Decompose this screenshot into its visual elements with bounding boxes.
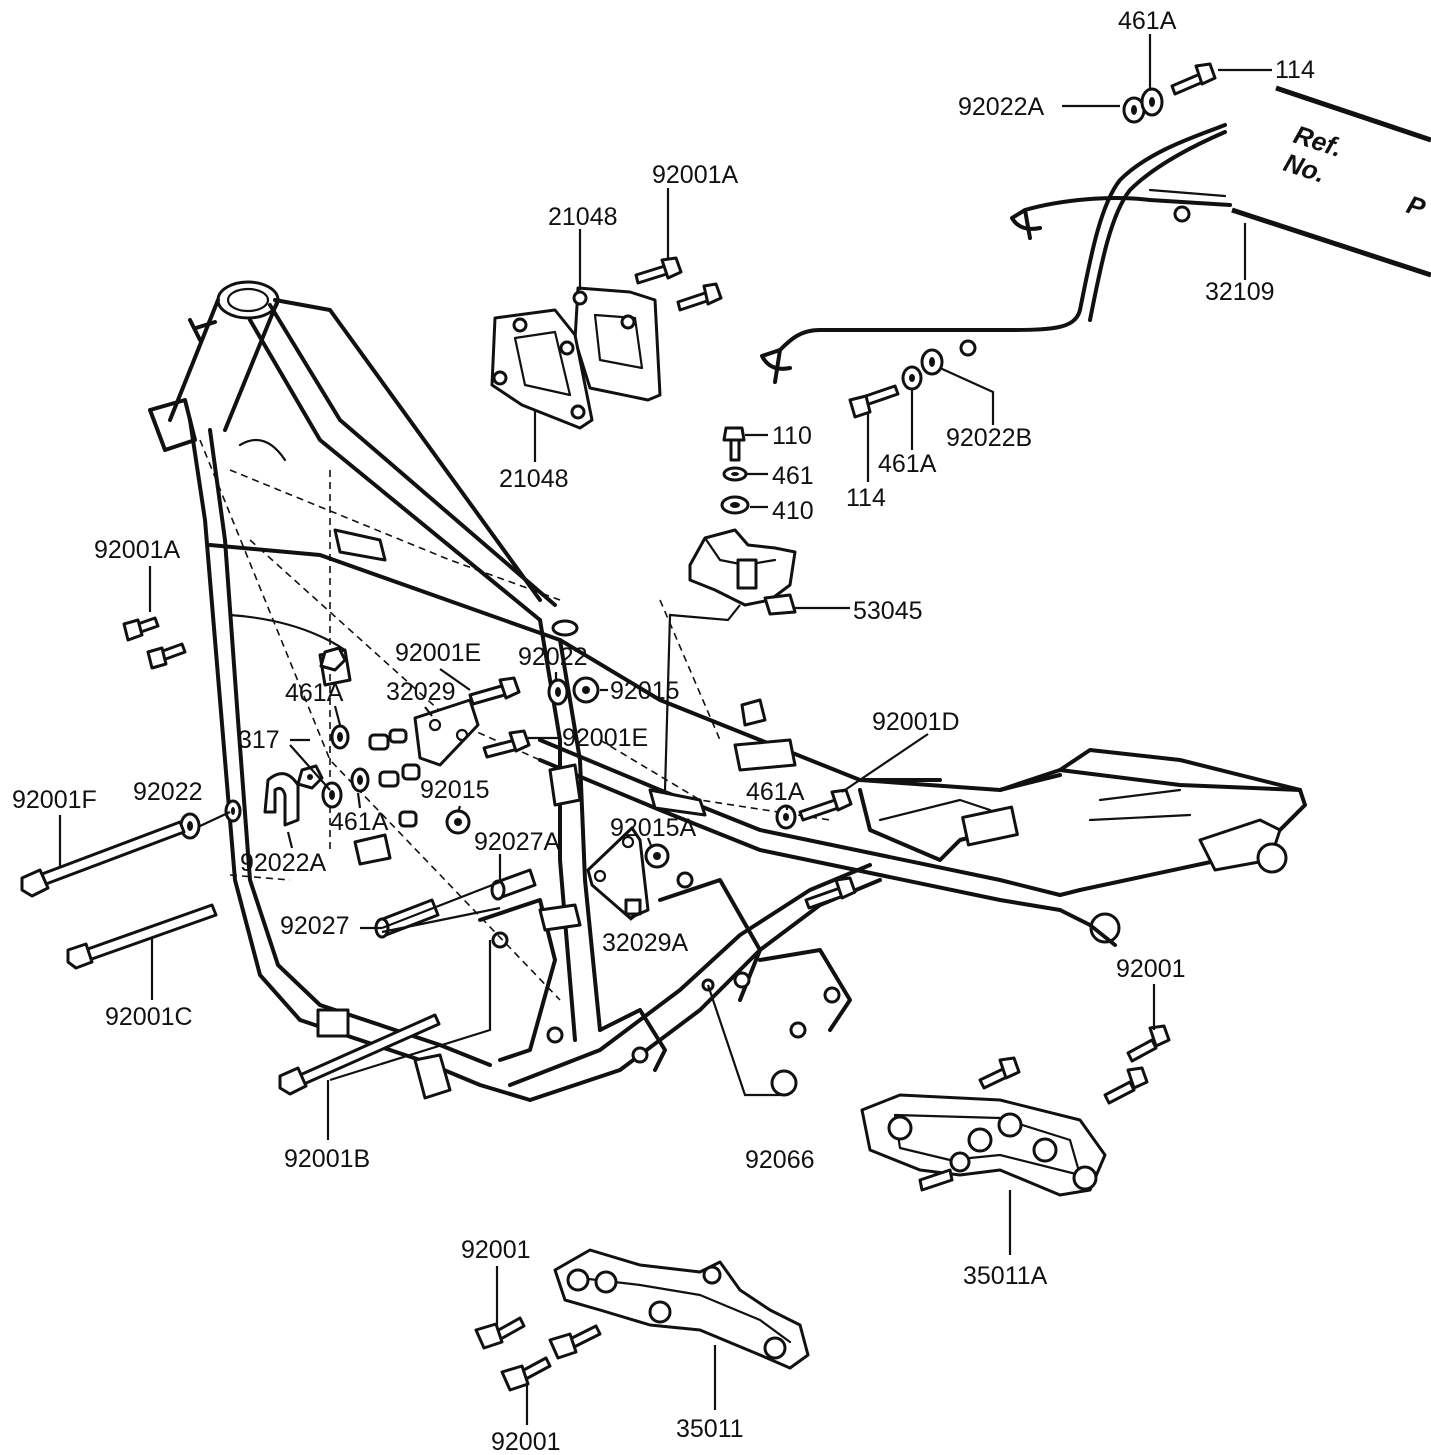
long-bolt-92001B [278, 1013, 441, 1096]
label-92015-mid: 92015 [420, 776, 490, 804]
hex-bolt-icon [146, 642, 187, 670]
label-92001D: 92001D [872, 708, 960, 736]
hex-bolt-icon [122, 616, 160, 642]
label-461A-top: 461A [1118, 7, 1177, 35]
hex-bolt-icon [482, 729, 531, 759]
washer-icon [350, 767, 370, 793]
label-461: 461 [772, 462, 814, 490]
label-92001B: 92001B [284, 1145, 370, 1173]
label-114-top: 114 [1275, 56, 1315, 84]
hex-bolt-icon [1170, 62, 1217, 96]
long-bolt-92001F [20, 820, 186, 898]
plate-21048 [490, 286, 662, 430]
label-32029A: 32029A [602, 929, 689, 957]
label-92022-left: 92022 [133, 778, 203, 806]
reference-box: Ref. No. P [1231, 85, 1431, 278]
hex-bolt-icon [474, 1316, 526, 1350]
hex-bolt-icon [634, 256, 683, 285]
hex-bolt-icon [500, 1356, 552, 1392]
washer-icon [547, 678, 569, 706]
hex-bolt-icon [804, 876, 857, 910]
plate-32029A [586, 826, 650, 920]
label-92001F: 92001F [12, 786, 97, 814]
label-110: 110 [772, 422, 812, 450]
long-bolt-92001C [66, 903, 218, 970]
hex-nut-icon [572, 676, 600, 704]
hex-nut-icon [445, 809, 471, 835]
washer-icon [720, 495, 750, 515]
leader-lines [58, 34, 1272, 1425]
hex-bolt-icon [798, 788, 853, 822]
label-92027A: 92027A [474, 828, 561, 856]
washer-icon [321, 781, 343, 809]
label-461A-left: 461A [285, 679, 344, 707]
engine-bracket-35011A [860, 1093, 1107, 1197]
label-461A-right: 461A [746, 778, 805, 806]
hex-bolt-icon [468, 676, 521, 706]
label-92015-upper: 92015 [610, 677, 680, 705]
spacer-icon [368, 728, 421, 828]
label-461A-lower: 461A [330, 808, 389, 836]
bracket-32109 [760, 123, 1232, 384]
washer-icon [722, 466, 748, 482]
label-53045: 53045 [853, 597, 923, 625]
label-92015A: 92015A [610, 814, 697, 842]
hex-bolt-icon [548, 1324, 602, 1360]
label-92001A-top: 92001A [652, 161, 739, 189]
label-92066: 92066 [745, 1146, 815, 1174]
label-35011: 35011 [676, 1415, 744, 1443]
label-92001A-left: 92001A [94, 536, 181, 564]
label-32109: 32109 [1205, 278, 1275, 306]
washer-icon [179, 812, 201, 840]
part-labels: 461A 114 92022A 32109 92001A 21048 21048… [12, 7, 1315, 1455]
hex-nut-icon [296, 646, 347, 790]
label-92027: 92027 [280, 912, 350, 940]
washer-icon [224, 799, 242, 823]
label-410: 410 [772, 497, 814, 525]
label-92022B: 92022B [946, 424, 1032, 452]
engine-bracket-35011 [553, 1248, 810, 1370]
hex-bolt-icon [1103, 1066, 1149, 1105]
label-92001-bottom-top: 92001 [461, 1236, 531, 1264]
label-92001-right: 92001 [1116, 955, 1186, 983]
label-114-mid: 114 [846, 484, 886, 512]
plug-92066 [770, 1069, 798, 1097]
hex-bolt-icon [978, 1056, 1021, 1090]
label-461A-mid: 461A [878, 450, 937, 478]
washer-icon [1140, 87, 1164, 117]
label-317: 317 [238, 726, 280, 754]
label-21048-top: 21048 [548, 203, 618, 231]
ref-label-cut: P [1403, 189, 1429, 223]
label-35011A: 35011A [963, 1262, 1048, 1290]
collar-92027A [490, 868, 537, 901]
label-92001C: 92001C [105, 1003, 193, 1031]
label-21048-bottom: 21048 [499, 465, 569, 493]
washer-icon [330, 724, 350, 750]
label-92022A-left: 92022A [240, 849, 327, 877]
plate-32029 [413, 698, 480, 767]
label-92001E-upper: 92001E [395, 639, 481, 667]
hex-bolt-icon [1126, 1024, 1171, 1063]
washer-icon [901, 365, 923, 391]
label-92001E-lower: 92001E [562, 724, 648, 752]
hex-nut-icon [644, 843, 670, 869]
bracket-53045 [688, 528, 797, 616]
hex-bolt-icon [676, 282, 723, 312]
label-92022-center: 92022 [518, 643, 588, 671]
label-92022A-top: 92022A [958, 93, 1045, 121]
bracket-317 [263, 772, 300, 827]
label-32029: 32029 [386, 678, 456, 706]
label-92001-bottom: 92001 [491, 1428, 561, 1455]
hex-bolt-icon [848, 384, 900, 419]
hex-bolt-icon [722, 426, 746, 462]
washer-icon [920, 348, 944, 376]
